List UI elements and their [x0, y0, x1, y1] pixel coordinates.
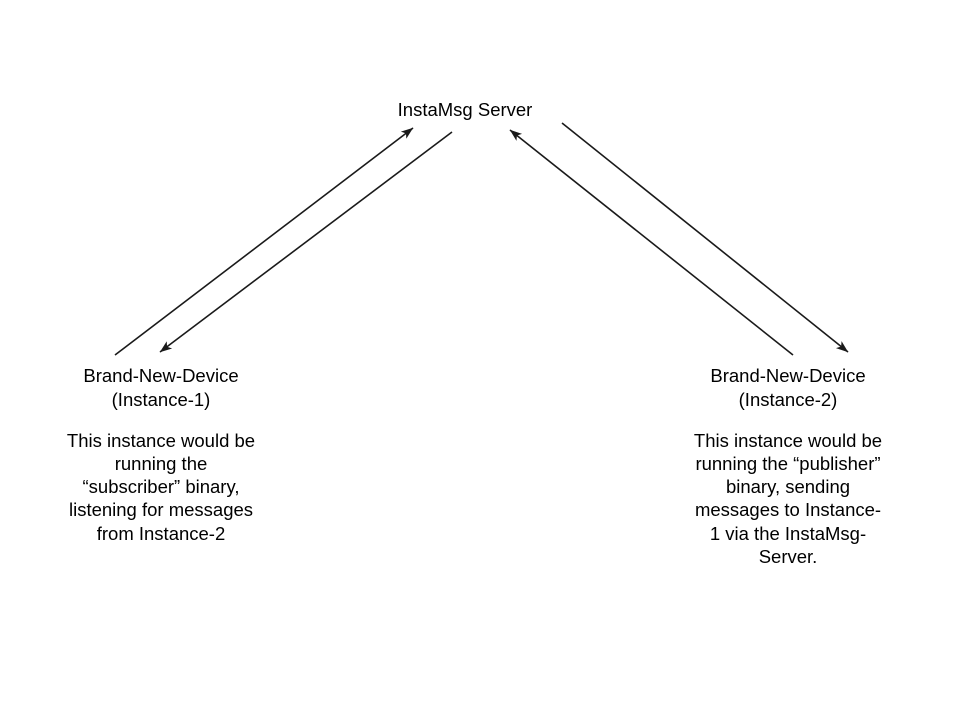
right-endpoint-node: Brand-New-Device (Instance-2) This insta…	[658, 364, 918, 568]
connector-left-node-to-server	[114, 127, 414, 356]
left-endpoint-node: Brand-New-Device (Instance-1) This insta…	[31, 364, 291, 545]
right-endpoint-description: This instance would be running the “publ…	[693, 430, 883, 567]
right-endpoint-title: Brand-New-Device (Instance-2)	[710, 365, 866, 411]
left-endpoint-description: This instance would be running the “subs…	[66, 430, 256, 544]
server-node-label: InstaMsg Server	[397, 99, 533, 120]
connector-server-to-left-node	[159, 131, 453, 353]
connector-server-to-right-node	[561, 122, 849, 353]
left-endpoint-title: Brand-New-Device (Instance-1)	[83, 365, 239, 411]
connector-right-node-to-server	[509, 129, 794, 356]
